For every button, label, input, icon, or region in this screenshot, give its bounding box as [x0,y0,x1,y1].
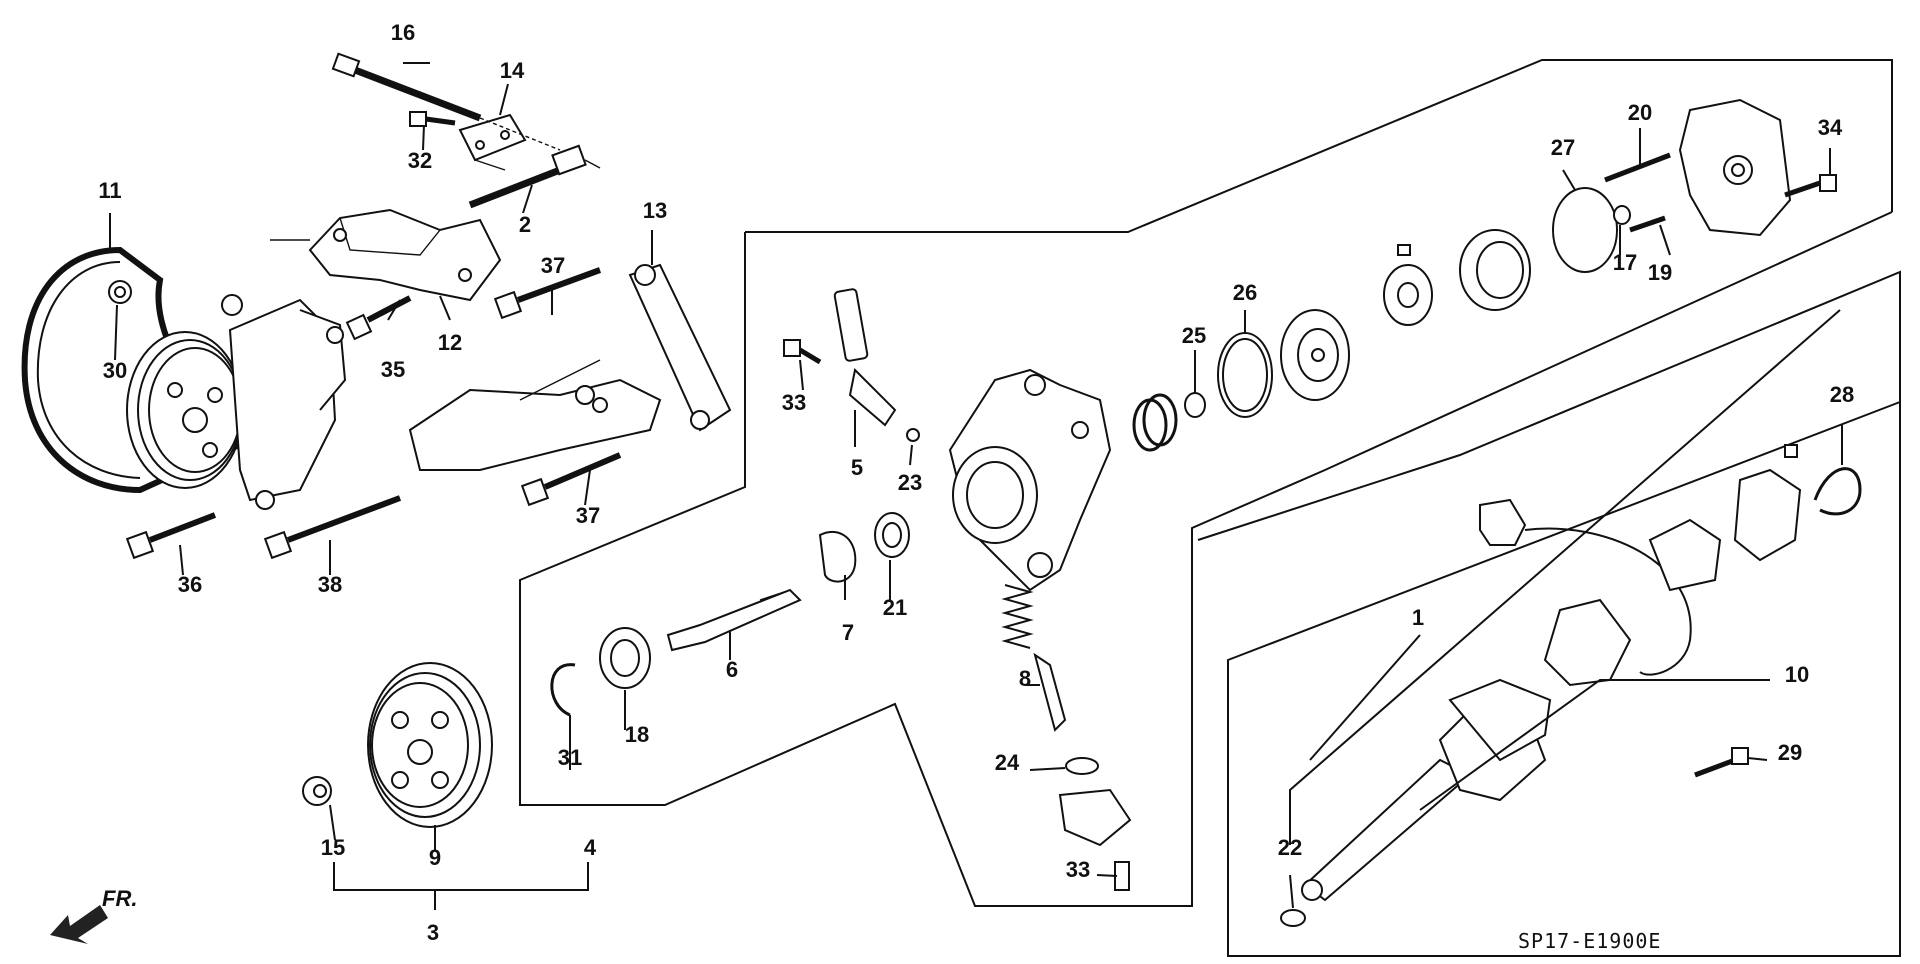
callout-19: 19 [1648,260,1672,285]
catalog-code: SP17-E1900E [1518,929,1661,953]
bolt-34 [1784,174,1837,198]
bolt-33-lower [1114,861,1130,891]
callout-18: 18 [625,722,649,747]
callout-33: 33 [1066,857,1090,882]
cam-ring [1459,229,1531,311]
callout-6: 6 [726,657,738,682]
callout-36: 36 [178,572,202,597]
washer-22 [1280,909,1306,927]
distributor-body [1301,678,1552,902]
callout-21: 21 [883,595,907,620]
snap-ring-31 [550,663,576,717]
callout-37: 37 [541,253,565,278]
bolt-36 [125,512,217,560]
pin-17 [1613,205,1631,225]
callout-26: 26 [1233,280,1257,305]
callout-25: 25 [1182,323,1206,348]
front-indicator-label: FR. [102,886,137,911]
callout-30: 30 [103,358,127,383]
nut-15 [302,776,332,806]
callout-24: 24 [995,750,1020,775]
callout-10: 10 [1785,662,1809,687]
callout-4: 4 [584,835,597,860]
callout-29: 29 [1778,740,1802,765]
bolt-38 [263,495,402,560]
side-plate [1280,309,1350,401]
callout-38: 38 [318,572,342,597]
gasket [1648,468,1802,592]
callout-27: 27 [1551,135,1575,160]
sensor-connector [1479,498,1692,676]
bracket-upper [270,208,502,302]
callout-8: 8 [1019,666,1031,691]
callout-12: 12 [438,330,462,355]
adjusting-plate [458,113,527,171]
o-ring-23 [906,428,920,442]
callout-35: 35 [381,357,405,382]
callout-33: 33 [782,390,806,415]
callout-31: 31 [558,745,582,770]
group-outline-main [519,59,1893,907]
fitting-5 [833,288,897,427]
callout-labels: 1234567891011121314151617181920212223242… [98,20,1854,945]
nut-30 [108,280,132,304]
shaft-6 [666,588,802,652]
callout-14: 14 [500,58,525,83]
pins-20-19 [1604,152,1671,233]
spring-coil [1132,393,1178,452]
pulley-9 [367,662,493,828]
callout-34: 34 [1818,115,1843,140]
long-bolt-16 [331,52,561,151]
callout-13: 13 [643,198,667,223]
callout-28: 28 [1830,382,1854,407]
spring-8 [1001,584,1067,732]
screw-upper-right [1784,444,1798,458]
callout-9: 9 [429,845,441,870]
ring-25 [1184,392,1206,418]
o-ring-24 [1065,757,1099,775]
clamp-28 [1813,467,1862,516]
bolt-33-upper [783,339,822,365]
o-ring-27 [1552,187,1618,273]
bolt-2 [468,144,601,209]
pump-assembly [126,294,347,510]
callout-23: 23 [898,470,922,495]
callout-7: 7 [842,620,854,645]
group-outline-distributor [1197,270,1901,957]
bolt-35 [345,295,412,341]
bolt-29 [1694,747,1749,778]
igniter-unit [1543,598,1632,687]
callout-2: 2 [519,212,531,237]
cover-plate [1058,788,1132,847]
callout-1: 1 [1412,605,1424,630]
bracket-lower [408,263,732,471]
callout-3: 3 [427,920,439,945]
bearing-18 [599,627,651,689]
callout-16: 16 [391,20,415,45]
o-ring-26 [1217,332,1273,418]
callout-32: 32 [408,148,432,173]
callout-37: 37 [576,503,600,528]
bearing-21 [874,512,910,558]
callout-17: 17 [1613,250,1637,275]
bolt-37-upper [493,267,602,320]
callout-11: 11 [98,178,121,203]
pump-housing [948,368,1112,592]
callout-15: 15 [321,835,345,860]
callout-20: 20 [1628,100,1652,125]
callout-22: 22 [1278,835,1302,860]
front-arrow-icon [50,905,108,944]
seal-7 [818,530,857,583]
rotor [1383,244,1433,326]
rear-cover [1678,98,1792,237]
bolt-37-lower [520,452,622,507]
callout-5: 5 [851,455,863,480]
bolt-32 [409,111,456,127]
leader-lines [109,62,1843,910]
